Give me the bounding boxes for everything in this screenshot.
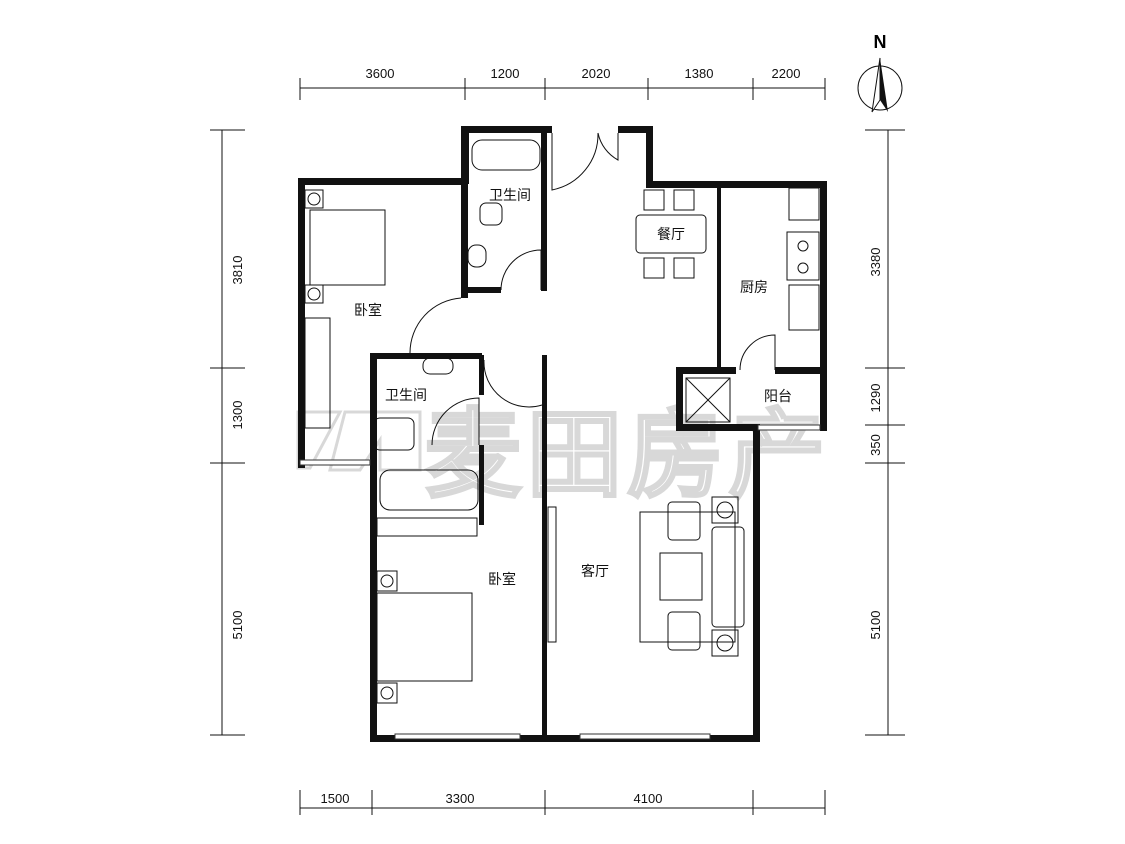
- coffee-table: [659, 552, 703, 601]
- wardrobe-master: [304, 317, 331, 429]
- bed-master: [309, 209, 386, 286]
- room-labels: 卧室 卫生间 餐厅 厨房 卫生间 阳台 卧室 客厅: [354, 188, 792, 588]
- rug: [639, 511, 736, 643]
- dim-bottom-2: 3300: [446, 791, 475, 806]
- sink-lower: [422, 357, 454, 375]
- watermark: 麦田房产: [296, 398, 827, 513]
- windows: [299, 424, 821, 740]
- dim-right-4: 5100: [868, 611, 883, 640]
- bathtub-lower: [379, 469, 479, 511]
- dim-right-1: 3380: [868, 248, 883, 277]
- doors: [409, 132, 776, 446]
- label-bathroom-lower: 卫生间: [385, 388, 427, 404]
- wardrobe-second: [376, 517, 478, 537]
- north-compass: N: [857, 32, 903, 113]
- label-master-bedroom: 卧室: [354, 302, 382, 319]
- armchair-bottom: [667, 611, 701, 651]
- walls: [298, 126, 827, 742]
- dim-bottom-1: 1500: [321, 791, 350, 806]
- label-kitchen: 厨房: [740, 280, 768, 296]
- dim-top-4: 1380: [685, 66, 714, 81]
- fridge: [788, 187, 820, 221]
- dim-top-5: 2200: [772, 66, 801, 81]
- dim-left-3: 5100: [230, 611, 245, 640]
- dim-right-2: 1290: [868, 384, 883, 413]
- stove: [786, 231, 820, 281]
- tv-cabinet: [547, 506, 557, 643]
- elevator-shaft: [685, 377, 731, 423]
- label-bathroom-upper: 卫生间: [489, 188, 531, 204]
- toilet-lower: [373, 417, 415, 451]
- toilet-upper: [479, 202, 503, 226]
- label-living-room: 客厅: [581, 563, 609, 580]
- north-label: N: [874, 32, 887, 52]
- dim-top-3: 2020: [582, 66, 611, 81]
- dim-top-1: 3600: [366, 66, 395, 81]
- bathtub-upper: [471, 139, 541, 171]
- sink-upper: [467, 244, 487, 268]
- dim-bottom-3: 4100: [634, 791, 663, 806]
- dimension-bottom: 1500 3300 4100: [299, 790, 826, 815]
- label-dining: 餐厅: [657, 227, 685, 243]
- dim-right-3: 350: [868, 434, 883, 456]
- dimension-top: 3600 1200 2020 1380 2200: [299, 66, 826, 100]
- kitchen-sink: [788, 284, 820, 331]
- furniture: [304, 139, 820, 704]
- dimension-left: 3810 1300 5100: [210, 129, 245, 736]
- watermark-text: 麦田房产: [425, 399, 825, 511]
- dim-left-2: 1300: [230, 401, 245, 430]
- dim-top-2: 1200: [491, 66, 520, 81]
- label-balcony: 阳台: [764, 389, 792, 405]
- bed-second: [376, 592, 473, 682]
- label-second-bedroom: 卧室: [488, 571, 516, 588]
- dining-table: [635, 214, 707, 254]
- dimension-right: 3380 1290 350 5100: [865, 129, 905, 736]
- armchair-top: [667, 501, 701, 541]
- sofa: [711, 526, 745, 628]
- dim-left-1: 3810: [230, 256, 245, 285]
